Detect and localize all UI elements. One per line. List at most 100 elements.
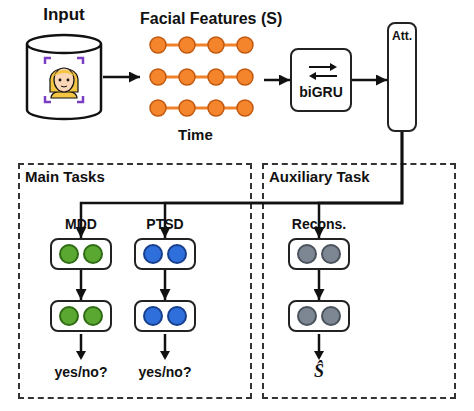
icon-shape — [179, 37, 195, 53]
task-group: Auxiliary TaskRecons. Ŝ — [262, 163, 456, 399]
task-group: Main TasksMDD PTSD yes/no? yes/no? — [18, 163, 252, 399]
node-label: Facial Features (S) — [140, 10, 282, 28]
icon-shape — [54, 70, 74, 76]
icon-shape — [179, 69, 195, 85]
connector-arrow — [81, 132, 402, 238]
icon-shape — [136, 302, 194, 330]
icon-shape — [158, 44, 245, 47]
layer-box: yes/no? — [134, 300, 196, 332]
icon-shape — [237, 37, 253, 53]
icon-shape — [52, 332, 110, 362]
node-label: biGRU — [299, 84, 343, 100]
icon-shape — [61, 86, 67, 87]
icon-shape — [208, 37, 224, 53]
node-art — [52, 302, 110, 330]
icon-shape — [136, 332, 194, 362]
node-art — [52, 240, 110, 268]
node-art — [290, 302, 348, 330]
icon-shape — [322, 245, 340, 263]
icon-shape — [52, 302, 110, 330]
layer-box: PTSD — [134, 238, 196, 270]
icon-shape — [150, 37, 166, 53]
node-label: Ŝ — [314, 361, 324, 382]
icon-shape — [179, 100, 195, 116]
icon-shape — [67, 79, 70, 82]
icon-shape — [25, 34, 103, 120]
node-art — [290, 240, 348, 268]
connector-arrow — [319, 132, 402, 238]
icon-shape — [144, 245, 162, 263]
icon-shape — [59, 79, 62, 82]
node-label: Input — [43, 5, 85, 25]
icon-shape — [54, 68, 74, 92]
icon-shape — [150, 69, 166, 85]
icon-shape — [160, 351, 170, 360]
icon-shape — [27, 44, 101, 119]
node-art — [25, 34, 103, 120]
icon-shape — [208, 100, 224, 116]
icon-shape — [309, 66, 332, 68]
icon-shape — [136, 240, 194, 268]
icon-shape — [50, 69, 78, 93]
icon-shape — [45, 58, 83, 102]
icon-shape — [290, 240, 348, 268]
icon-shape — [237, 100, 253, 116]
icon-shape — [27, 35, 101, 53]
icon-shape — [314, 75, 337, 77]
icon-shape — [52, 240, 110, 268]
icon-shape — [298, 245, 316, 263]
icon-shape — [290, 332, 348, 362]
icon-shape — [322, 307, 340, 325]
attention-box: Att. — [387, 22, 417, 132]
icon-shape — [158, 76, 245, 79]
node-label: Main Tasks — [25, 168, 105, 185]
icon-shape — [290, 302, 348, 330]
node-sublabel: Time — [178, 126, 213, 143]
bigru-box: biGRU — [290, 48, 352, 112]
icon-shape — [76, 351, 86, 360]
icon-shape — [80, 334, 83, 352]
icon-shape — [144, 307, 162, 325]
node-label: yes/no? — [139, 364, 192, 380]
node-label: Att. — [392, 29, 412, 43]
node-label: MDD — [65, 216, 97, 232]
connector-arrow — [103, 76, 140, 79]
layer-box: Ŝ — [288, 300, 350, 332]
layer-box: yes/no? — [50, 300, 112, 332]
node-label: Auxiliary Task — [269, 168, 370, 185]
icon-shape — [84, 245, 102, 263]
connector-arrow — [352, 79, 387, 82]
layer-box: Recons. — [288, 238, 350, 270]
icon-shape — [150, 100, 166, 116]
icon-shape — [60, 307, 78, 325]
node-art — [136, 302, 194, 330]
layer-box: MDD — [50, 238, 112, 270]
icon-shape — [168, 307, 186, 325]
icon-shape — [292, 50, 354, 114]
node-art — [136, 240, 194, 268]
icon-shape — [314, 351, 324, 360]
icon-shape — [84, 307, 102, 325]
node-label: yes/no? — [55, 364, 108, 380]
connector-arrow — [80, 270, 83, 300]
icon-shape — [168, 245, 186, 263]
connector-arrow — [264, 79, 290, 82]
icon-shape — [330, 63, 337, 71]
icon-shape — [318, 334, 321, 352]
icon-shape — [309, 72, 316, 80]
icon-shape — [164, 334, 167, 352]
database-cylinder: Input — [25, 34, 103, 120]
connector-arrow — [318, 270, 321, 300]
node-label: Recons. — [292, 216, 346, 232]
icon-shape — [208, 69, 224, 85]
node-art — [292, 50, 350, 110]
connector-arrow — [165, 132, 402, 238]
feature-sequence: Facial Features (S)Time — [140, 8, 264, 148]
icon-shape — [237, 69, 253, 85]
icon-shape — [298, 307, 316, 325]
node-label: PTSD — [146, 216, 183, 232]
connector-arrow — [164, 270, 167, 300]
icon-shape — [60, 245, 78, 263]
